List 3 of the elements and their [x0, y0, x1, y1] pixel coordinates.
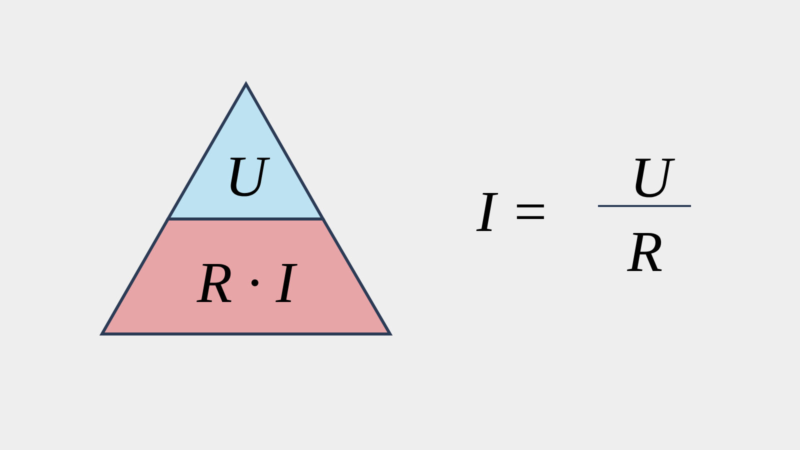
formula-text: I = — [476, 193, 544, 231]
formula-text: U — [635, 158, 676, 198]
formula-text: R — [626, 233, 662, 271]
